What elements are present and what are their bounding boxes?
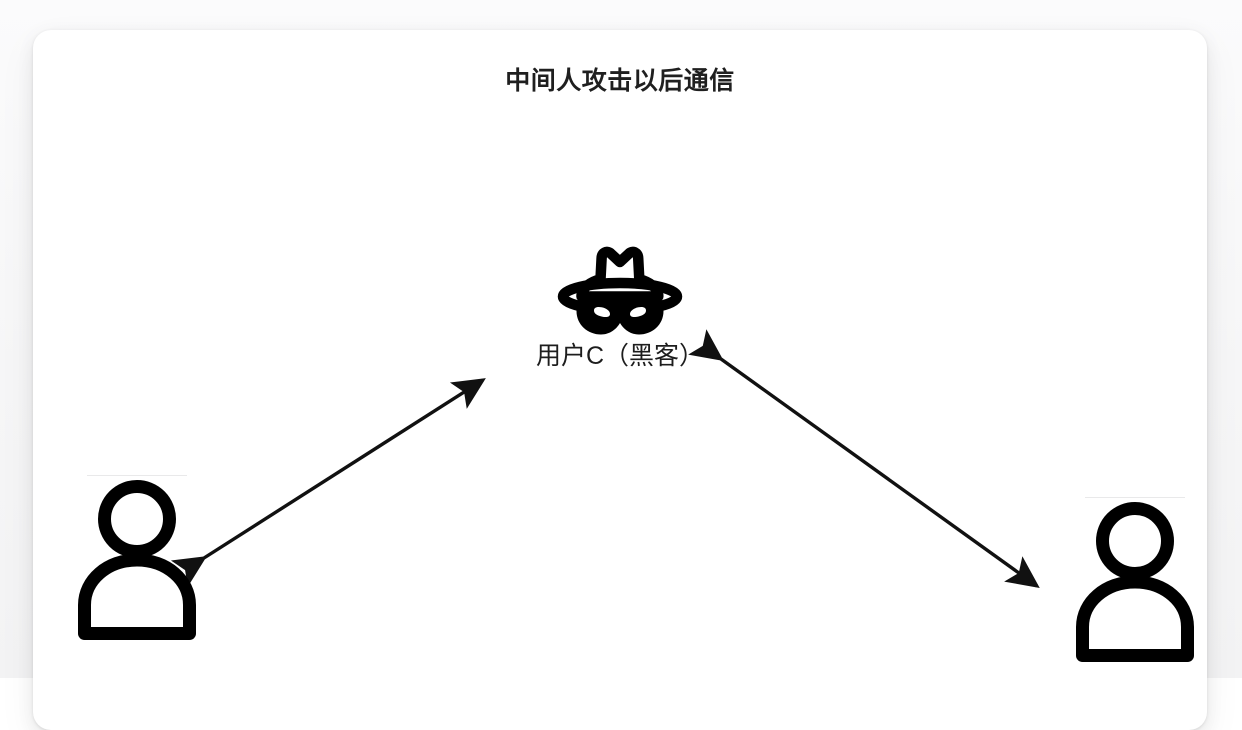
node-hacker: 用户C（黑客） <box>33 235 1207 371</box>
node-hacker-label: 用户C（黑客） <box>535 342 705 370</box>
node-user-a-hairline <box>87 475 187 476</box>
diagram-screen: 中间人攻击以后通信 hacker --> user B --> <box>0 0 1242 678</box>
user-icon <box>74 478 200 640</box>
node-user-b <box>1055 497 1215 668</box>
diagram-card: 中间人攻击以后通信 hacker --> user B --> <box>33 30 1207 730</box>
connection-hacker-user-b <box>688 329 1040 588</box>
user-secret-icon <box>557 235 683 336</box>
user-icon <box>1072 500 1198 662</box>
diagram-title: 中间人攻击以后通信 <box>505 67 735 95</box>
node-user-a <box>57 475 217 646</box>
node-user-b-hairline <box>1085 497 1185 498</box>
connection-user-a-hacker <box>170 378 486 587</box>
